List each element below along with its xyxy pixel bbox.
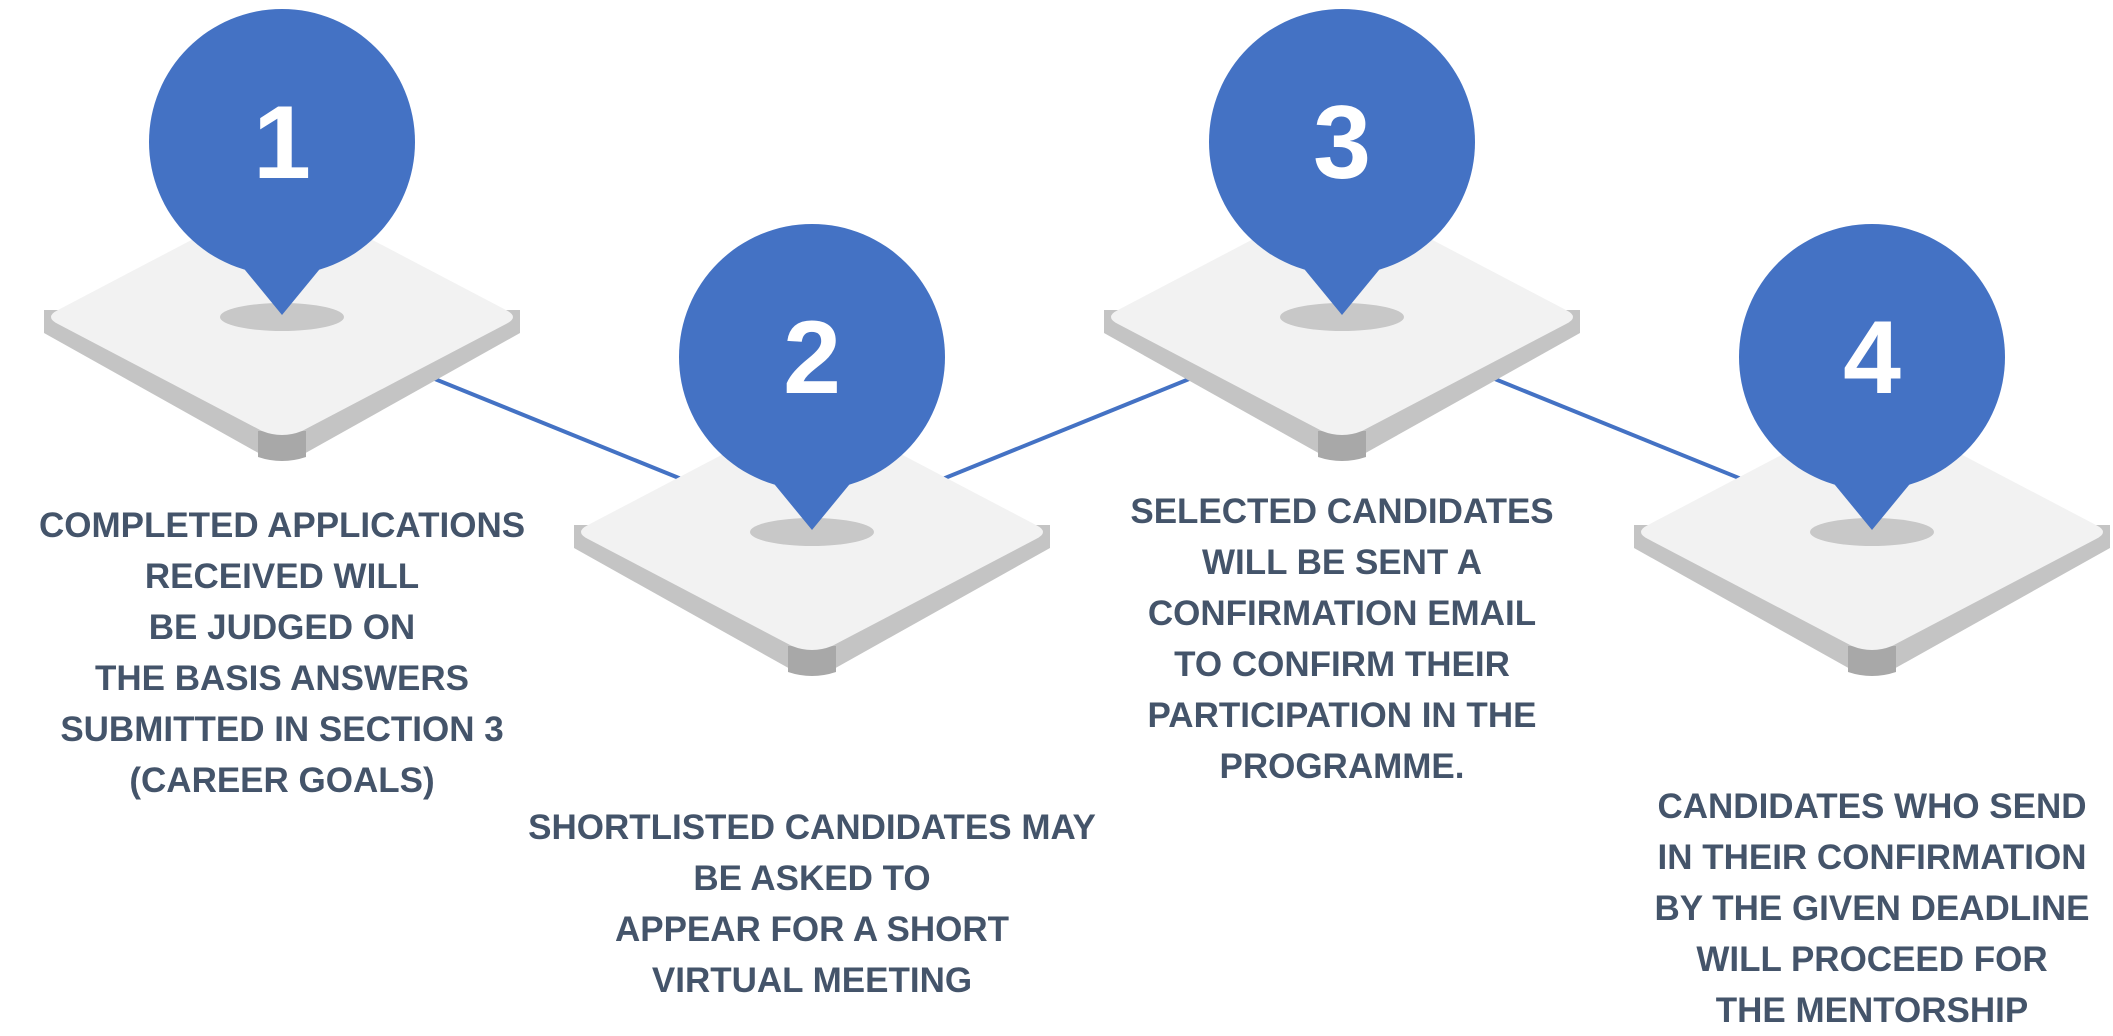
step-3-caption-line: TO CONFIRM THEIR bbox=[1174, 645, 1510, 684]
step-3-caption-line: SELECTED CANDIDATES bbox=[1130, 492, 1554, 531]
step-2-platform bbox=[574, 414, 1050, 676]
step-3-caption-line: CONFIRMATION EMAIL bbox=[1147, 594, 1537, 633]
step-2-number: 2 bbox=[783, 300, 841, 416]
step-1-platform bbox=[44, 199, 520, 461]
step-4-marker-icon: 4 bbox=[1739, 224, 2005, 530]
step-1-caption-line: (CAREER GOALS) bbox=[129, 761, 435, 800]
step-4-caption: CANDIDATES WHO SEND IN THEIR CONFIRMATIO… bbox=[1655, 781, 2090, 1036]
pin-head bbox=[679, 224, 945, 490]
step-1-marker-icon: 1 bbox=[149, 9, 415, 315]
step-1-caption: COMPLETED APPLICATIONS RECEIVED WILL BE … bbox=[39, 500, 525, 806]
step-platforms bbox=[44, 199, 2110, 676]
step-2-caption-line: SHORTLISTED CANDIDATES MAY bbox=[528, 808, 1096, 847]
step-3-platform bbox=[1104, 199, 1580, 461]
step-4-caption-line: IN THEIR CONFIRMATION bbox=[1657, 838, 2087, 877]
step-1-caption-line: BE JUDGED ON bbox=[148, 608, 416, 647]
pin-head bbox=[1209, 9, 1475, 275]
step-3-caption-line: PROGRAMME. bbox=[1219, 747, 1465, 786]
step-4-caption-line: BY THE GIVEN DEADLINE bbox=[1654, 889, 2090, 928]
step-4-caption-line: CANDIDATES WHO SEND bbox=[1657, 787, 2087, 826]
platform-corner bbox=[1318, 431, 1366, 461]
pin-shadow bbox=[220, 303, 344, 331]
step-2-caption-line: VIRTUAL MEETING bbox=[651, 961, 973, 1000]
pin-shadow bbox=[1280, 303, 1404, 331]
step-4-caption-line: WILL PROCEED FOR bbox=[1696, 940, 2048, 979]
step-1-caption-line: RECEIVED WILL bbox=[144, 557, 420, 596]
step-pins: 1 2 3 4 bbox=[149, 9, 2005, 530]
pin-head bbox=[1739, 224, 2005, 490]
step-1-caption-line: COMPLETED APPLICATIONS bbox=[38, 506, 526, 545]
platform-corner bbox=[1848, 646, 1896, 676]
step-1-number: 1 bbox=[253, 85, 311, 201]
step-3-caption: SELECTED CANDIDATES WILL BE SENT A CONFI… bbox=[1130, 486, 1553, 792]
step-2-caption-line: BE ASKED TO bbox=[693, 859, 931, 898]
step-1-caption-line: THE BASIS ANSWERS bbox=[94, 659, 469, 698]
step-3-caption-line: WILL BE SENT A bbox=[1201, 543, 1482, 582]
step-4-platform bbox=[1634, 414, 2110, 676]
platform-corner bbox=[258, 431, 306, 461]
pin-shadow bbox=[1810, 518, 1934, 546]
step-4-caption-line: THE MENTORSHIP bbox=[1715, 991, 2029, 1030]
step-2-marker-icon: 2 bbox=[679, 224, 945, 530]
step-4-number: 4 bbox=[1843, 300, 1901, 416]
pin-head bbox=[149, 9, 415, 275]
step-2-caption-line: APPEAR FOR A SHORT bbox=[614, 910, 1010, 949]
pin-shadow bbox=[750, 518, 874, 546]
step-3-caption-line: PARTICIPATION IN THE bbox=[1147, 696, 1537, 735]
step-3-marker-icon: 3 bbox=[1209, 9, 1475, 315]
step-3-number: 3 bbox=[1313, 85, 1371, 201]
step-1-caption-line: SUBMITTED IN SECTION 3 bbox=[60, 710, 504, 749]
step-2-caption: SHORTLISTED CANDIDATES MAY BE ASKED TO A… bbox=[528, 802, 1096, 1006]
platform-corner bbox=[788, 646, 836, 676]
